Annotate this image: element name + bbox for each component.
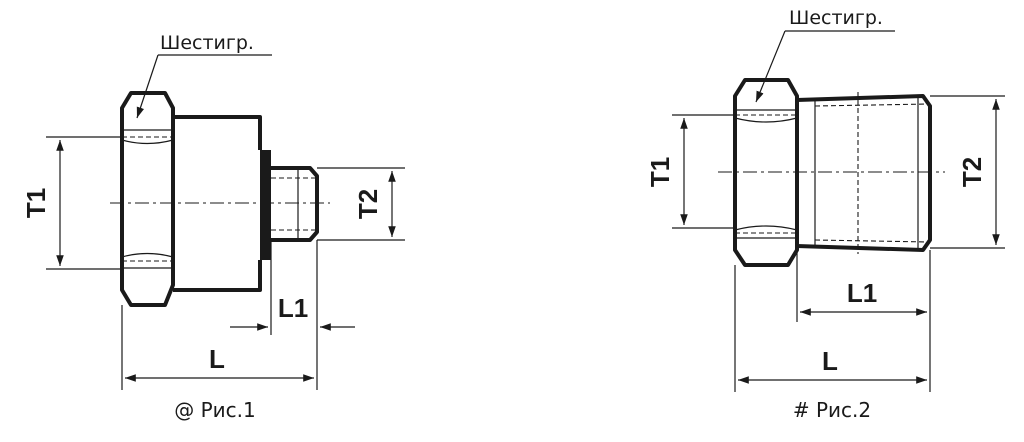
fig1-hex-flats: [121, 129, 174, 269]
fig2-caption: # Рис.2: [793, 398, 871, 422]
figure-1: T1 T2 L1 L Шестигр. @ Рис: [21, 32, 405, 422]
fig1-hex-leader: Шестигр.: [136, 32, 272, 119]
fig2-hex-nut: [733, 78, 799, 267]
fig2-hex-flats: [734, 109, 798, 239]
fig2-t2-label: T2: [957, 157, 987, 187]
fig1-caption: @ Рис.1: [174, 398, 256, 422]
fig2-dim-l1: L1: [796, 250, 931, 392]
fig2-l1-label: L1: [847, 278, 877, 308]
fig1-body: [173, 115, 262, 292]
fig1-l1-label: L1: [278, 293, 308, 323]
fig1-hex-label: Шестигр.: [160, 32, 254, 54]
fig2-dim-l: L: [734, 265, 927, 392]
figure-2: T1 T2 L1 L Шестигр. # Рис.2: [645, 7, 1005, 422]
fig2-dim-t1: T1: [645, 114, 735, 229]
fig2-l-label: L: [822, 346, 838, 376]
fig1-dim-l: L: [121, 305, 314, 390]
fig2-hex-label: Шестигр.: [789, 7, 883, 29]
fig2-t1-label: T1: [645, 157, 675, 187]
fig1-dim-t2: T2: [317, 167, 405, 241]
fig2-dim-t2: T2: [930, 95, 1005, 249]
fig1-dim-t1: T1: [21, 136, 122, 270]
fig1-hex-nut: [120, 91, 175, 307]
fig1-thread-spigot: [271, 166, 319, 242]
fig1-t2-label: T2: [353, 189, 383, 219]
fig1-t1-label: T1: [21, 188, 51, 218]
fig1-l-label: L: [209, 344, 225, 374]
fig1-dim-l1: L1: [230, 240, 355, 390]
fig2-hex-leader: Шестигр.: [755, 7, 895, 103]
fig1-seal-ring: [260, 150, 271, 260]
fig2-tapered-thread: [796, 94, 932, 252]
